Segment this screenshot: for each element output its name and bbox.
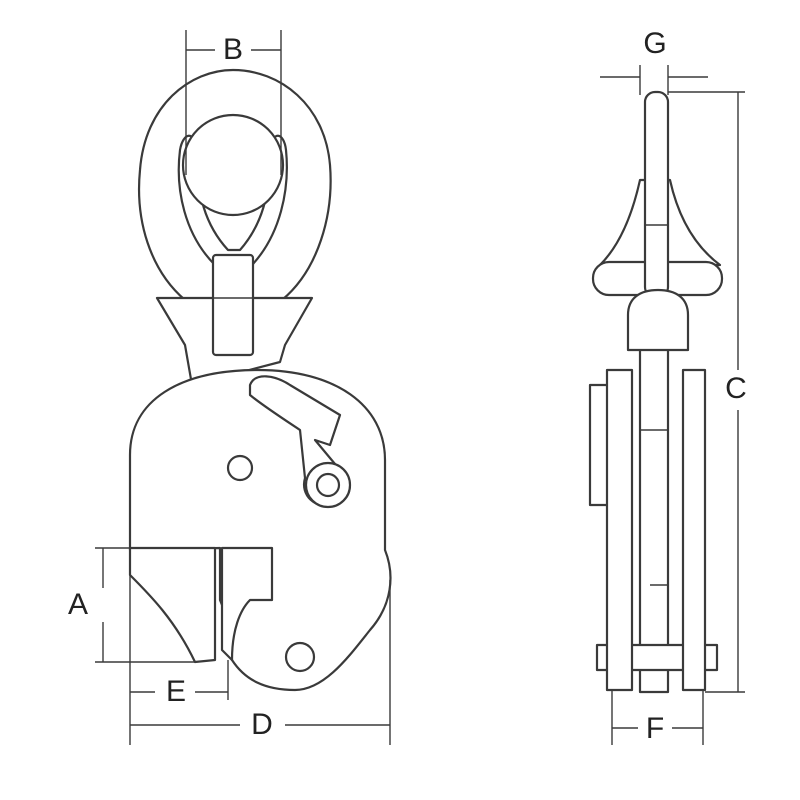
- cam-jaw: [220, 546, 274, 662]
- side-bump: [588, 383, 610, 507]
- ring-slot: [177, 134, 288, 267]
- label-g: G: [643, 27, 666, 60]
- ring-hole: [181, 113, 285, 217]
- front-view: [128, 68, 392, 692]
- side-view: [588, 90, 724, 694]
- label-e: E: [166, 675, 186, 708]
- label-d: D: [251, 708, 273, 741]
- dimension-lines: [95, 30, 745, 745]
- swivel-block: [211, 253, 255, 357]
- label-b: B: [223, 33, 243, 66]
- label-c: C: [725, 372, 747, 405]
- label-f: F: [646, 712, 664, 745]
- side-plate-left: [605, 368, 634, 692]
- label-a: A: [68, 588, 88, 621]
- lever-pivot-hole: [315, 472, 341, 498]
- side-knob: [626, 288, 690, 352]
- clamp-body: [128, 368, 392, 692]
- bottom-hole: [284, 641, 316, 673]
- side-eye: [643, 90, 670, 299]
- side-plate-right: [681, 368, 707, 692]
- dimension-labels: B G C A E D F: [68, 27, 747, 745]
- jaw-pad: [128, 546, 217, 664]
- side-stem: [638, 338, 670, 694]
- body-hole: [226, 454, 254, 482]
